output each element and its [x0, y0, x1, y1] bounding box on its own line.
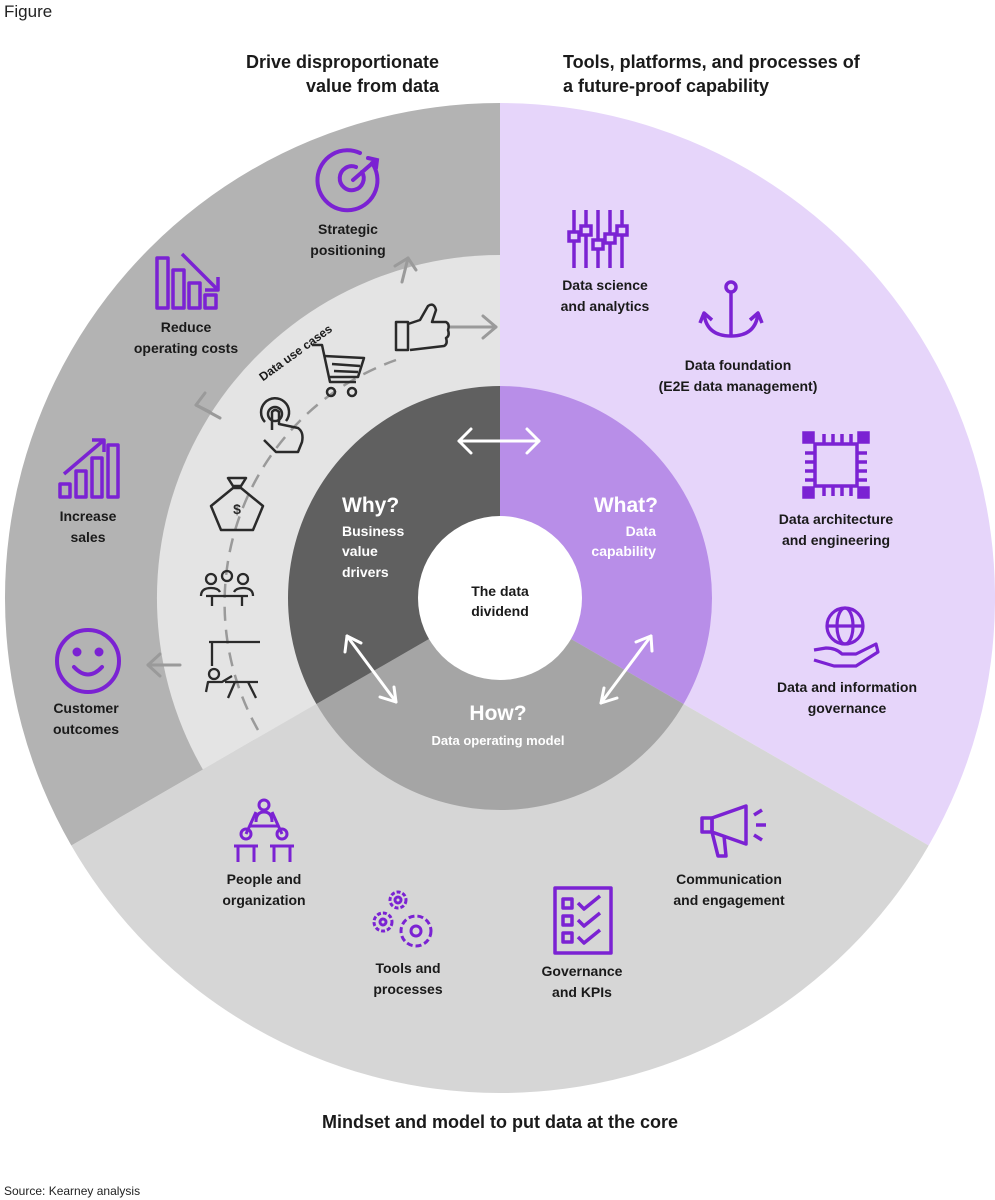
- heading-capability-line2: a future-proof capability: [563, 76, 770, 96]
- why-sub-3: drivers: [342, 564, 389, 580]
- how-title: How?: [469, 702, 526, 725]
- heading-value-line2: value from data: [305, 76, 439, 96]
- source-note: Source: Kearney analysis: [4, 1184, 141, 1198]
- people-org-icon: [234, 798, 294, 862]
- megaphone-icon: [700, 804, 766, 858]
- center-circle: [418, 516, 582, 680]
- label-data-foundation: Data foundation(E2E data management): [658, 357, 818, 394]
- what-sub-2: capability: [591, 543, 656, 559]
- heading-capability-line1: Tools, platforms, and processes of: [563, 52, 860, 72]
- sliders-icon: [567, 210, 629, 268]
- heading-value-line1: Drive disproportionate: [245, 52, 439, 72]
- smiley-face-icon: [55, 628, 121, 694]
- double-arrow-left: [343, 634, 398, 704]
- presenter-icon: [204, 640, 260, 699]
- arrow-right-of-thumbs: [448, 314, 498, 340]
- center-label-line2: dividend: [471, 603, 529, 619]
- what-title: What?: [594, 494, 658, 517]
- chip-icon: [802, 431, 870, 499]
- center-label-line1: The data: [471, 583, 529, 599]
- why-title: Why?: [342, 494, 399, 517]
- why-sub-2: value: [342, 543, 378, 559]
- heading-capability: Tools, platforms, and processes of a fut…: [563, 50, 923, 98]
- figure-label: Figure: [4, 2, 53, 21]
- checklist-icon: [553, 886, 613, 955]
- double-arrow-right: [599, 634, 654, 705]
- globe-in-hand-icon: [813, 606, 880, 668]
- arrow-to-reduce-costs: [194, 391, 222, 420]
- target-icon: [315, 148, 380, 213]
- arrow-to-customer: [146, 652, 182, 678]
- inner-sector-how: [316, 598, 684, 811]
- how-sub: Data operating model: [432, 733, 565, 748]
- heading-value: Drive disproportionate value from data: [180, 50, 439, 98]
- gears-icon: [372, 890, 433, 948]
- anchor-icon: [698, 280, 764, 338]
- touch-tap-icon: [259, 397, 304, 454]
- double-arrow-top: [457, 427, 541, 455]
- outer-sector-how: [71, 598, 929, 1094]
- what-sub-1: Data: [626, 523, 657, 539]
- heading-model: Mindset and model to put data at the cor…: [321, 1112, 679, 1132]
- arrow-to-strategic: [393, 256, 418, 284]
- rising-bar-chart-icon: [58, 438, 120, 499]
- declining-bar-chart-icon: [155, 252, 220, 310]
- money-bag-icon: $: [209, 476, 265, 532]
- svg-text:$: $: [233, 501, 241, 517]
- shopping-cart-icon: [312, 343, 366, 398]
- team-meeting-icon: [199, 569, 255, 606]
- thumbs-up-icon: [394, 303, 450, 352]
- why-sub-1: Business: [342, 523, 404, 539]
